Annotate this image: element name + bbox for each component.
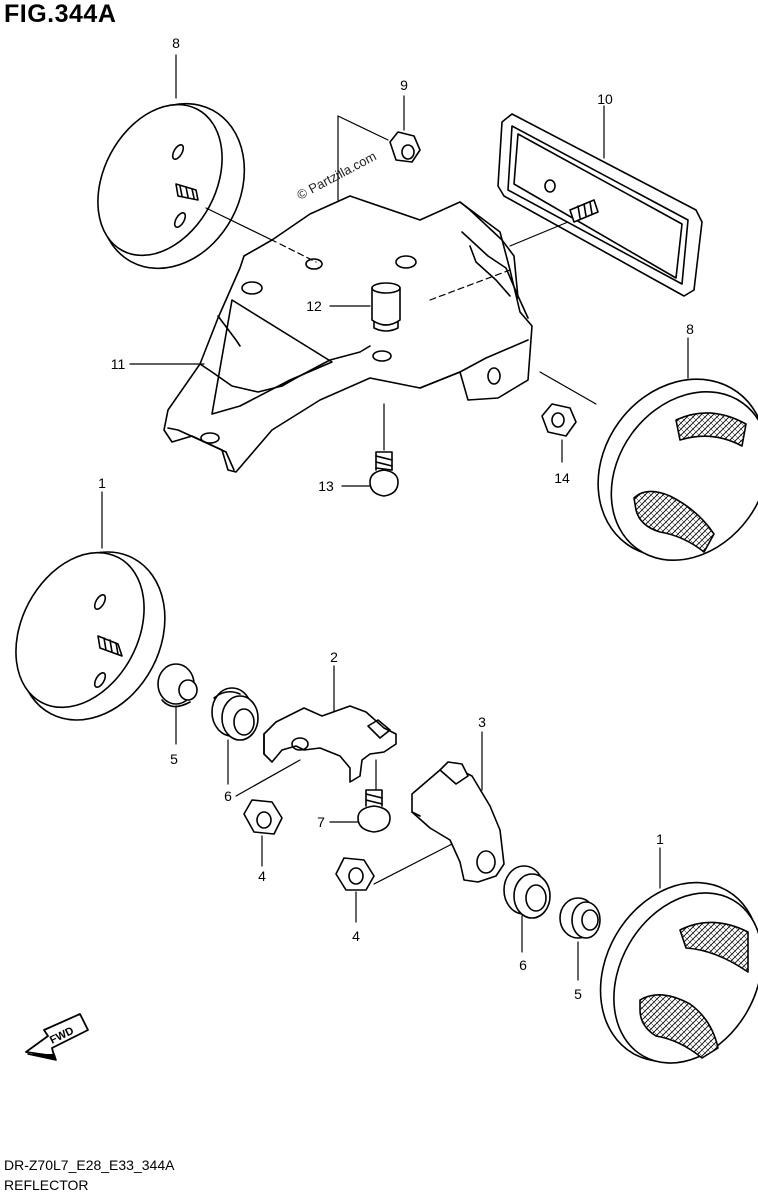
callout-11[interactable]: 11 xyxy=(111,356,126,372)
bolt-13 xyxy=(369,451,399,497)
grommet-6-left xyxy=(211,687,259,741)
collar-12 xyxy=(371,282,401,332)
callout-5[interactable]: 5 xyxy=(574,986,582,1002)
nut-14 xyxy=(541,403,577,437)
callout-3[interactable]: 3 xyxy=(478,714,486,730)
callout-13[interactable]: 13 xyxy=(318,478,334,494)
callout-1[interactable]: 1 xyxy=(656,831,664,847)
callout-12[interactable]: 12 xyxy=(306,298,322,314)
callout-4[interactable]: 4 xyxy=(258,868,266,884)
figure-name: REFLECTOR xyxy=(4,1177,89,1193)
collar-5-right xyxy=(559,897,601,939)
callout-4[interactable]: 4 xyxy=(352,928,360,944)
nut-4-left xyxy=(243,799,283,835)
reflector-8-right xyxy=(597,378,758,562)
reflector-10-rect xyxy=(497,113,703,297)
collar-5-left xyxy=(157,663,198,708)
nut-4-right xyxy=(335,857,375,891)
bracket-2 xyxy=(263,705,397,783)
bracket-3 xyxy=(411,761,505,883)
callout-7[interactable]: 7 xyxy=(317,814,325,830)
callout-14[interactable]: 14 xyxy=(554,470,570,486)
reflector-8-top-left xyxy=(97,102,246,270)
figure-code: DR-Z70L7_E28_E33_344A xyxy=(4,1157,175,1173)
bracket-11 xyxy=(163,195,533,473)
callout-2[interactable]: 2 xyxy=(330,649,338,665)
callout-6[interactable]: 6 xyxy=(224,788,232,804)
nut-9 xyxy=(389,131,421,163)
callout-8[interactable]: 8 xyxy=(172,35,180,51)
callout-10[interactable]: 10 xyxy=(597,91,613,107)
watermark: © Partzilla.com xyxy=(294,148,378,202)
reflector-1-left xyxy=(15,551,166,721)
callout-1[interactable]: 1 xyxy=(98,475,106,491)
fwd-direction-arrow xyxy=(25,1013,89,1061)
figure-title: FIG.344A xyxy=(4,0,117,28)
grommet-6-right xyxy=(503,865,551,919)
bolt-7 xyxy=(357,789,391,833)
callout-6[interactable]: 6 xyxy=(519,957,527,973)
callout-8[interactable]: 8 xyxy=(686,321,694,337)
callout-9[interactable]: 9 xyxy=(400,77,408,93)
reflector-1-right xyxy=(599,881,758,1064)
callout-5[interactable]: 5 xyxy=(170,751,178,767)
